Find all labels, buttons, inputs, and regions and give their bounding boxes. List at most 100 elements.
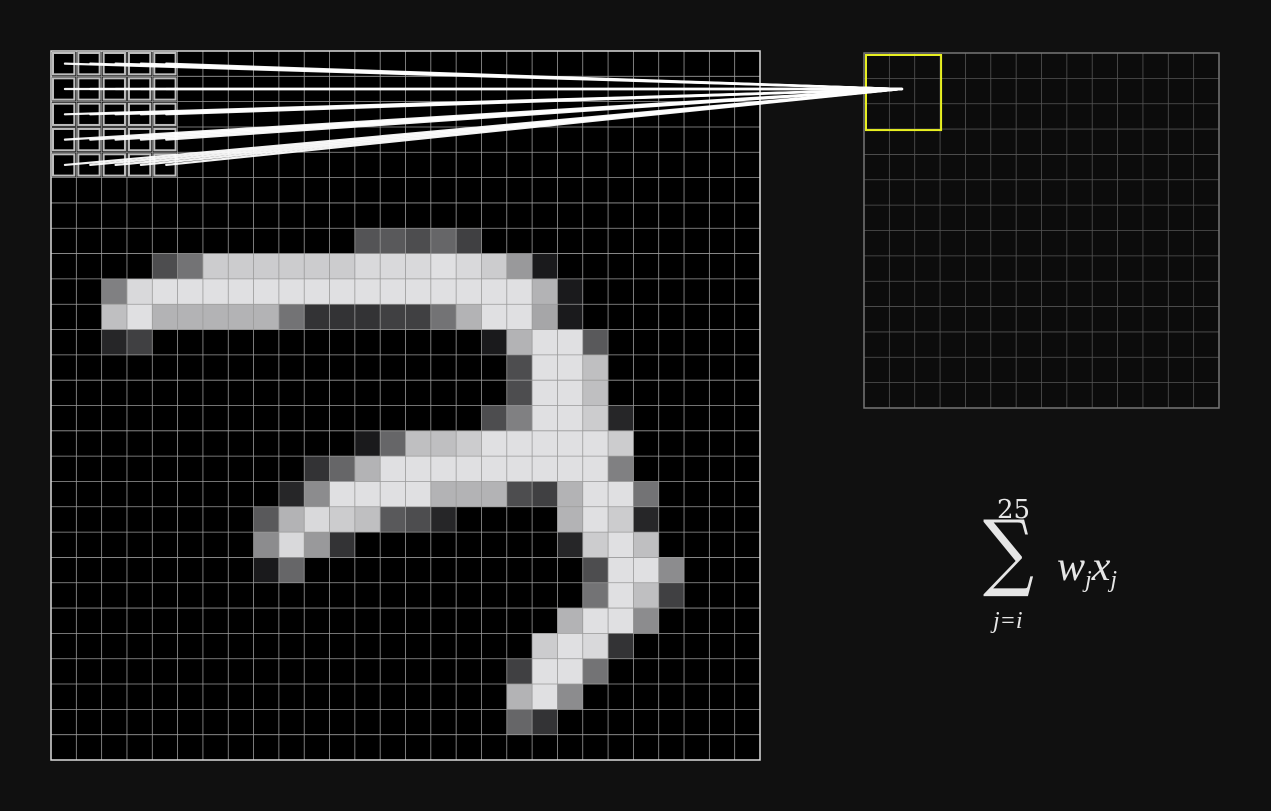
input-pixel [506, 278, 533, 305]
input-pixel [532, 278, 558, 305]
input-pixel [430, 506, 457, 533]
input-pixel [329, 304, 356, 330]
input-pixel [228, 278, 254, 305]
input-pixel [278, 481, 305, 508]
input-pixel [405, 430, 432, 457]
input-index: j [1110, 567, 1118, 593]
input-pixel [582, 405, 609, 432]
input-pixel [633, 532, 660, 558]
input-pixel [608, 608, 634, 634]
input-border [50, 50, 761, 761]
input-pixel [557, 329, 584, 356]
input-pixel [430, 456, 457, 482]
input-pixel [380, 304, 406, 330]
input-pixel [608, 633, 634, 660]
input-pixel [532, 481, 558, 508]
connection-line [165, 87, 904, 167]
input-pixel [354, 481, 381, 508]
input-pixel [532, 430, 558, 457]
input-pixel [608, 582, 634, 609]
input-pixel [532, 709, 558, 735]
input-pixel [532, 633, 558, 660]
feature-map-grid [863, 52, 1220, 409]
input-pixel [329, 456, 356, 482]
input-pixel [481, 405, 508, 432]
input-pixel [228, 304, 254, 330]
input-pixel [329, 532, 356, 558]
input-pixel [582, 633, 609, 660]
input-pixel [304, 253, 330, 280]
input-pixel [557, 633, 584, 660]
input-pixel [456, 304, 482, 330]
input-pixel [506, 354, 533, 381]
input-pixel [582, 430, 609, 457]
input-pixel [126, 329, 153, 356]
input-pixel [380, 481, 406, 508]
input-pixel [506, 658, 533, 685]
input-pixel [532, 304, 558, 330]
input-pixel [456, 456, 482, 482]
input-pixel [608, 405, 634, 432]
input-pixel [329, 506, 356, 533]
input-pixel [658, 557, 685, 584]
input-pixel [532, 456, 558, 482]
input-pixel [278, 278, 305, 305]
input-pixel [557, 430, 584, 457]
input-pixel [329, 278, 356, 305]
input-pixel [202, 278, 229, 305]
input-pixel [304, 278, 330, 305]
input-pixel [481, 253, 508, 280]
input-pixel [506, 430, 533, 457]
input-pixel [481, 304, 508, 330]
input-pixel [304, 456, 330, 482]
input-pixel [532, 658, 558, 685]
input-pixel [582, 456, 609, 482]
weight-index: j [1085, 567, 1092, 593]
input-pixel [506, 481, 533, 508]
input-pixel [253, 506, 280, 533]
input-pixel [506, 456, 533, 482]
input-pixel [456, 278, 482, 305]
input-pixel [532, 380, 558, 406]
input-pixel [532, 354, 558, 381]
input-pixel [456, 228, 482, 254]
input-pixel [202, 304, 229, 330]
connection-line [165, 62, 904, 91]
input-pixel [481, 278, 508, 305]
input-pixel [557, 456, 584, 482]
sigma-icon: ∑ [983, 502, 1034, 600]
input-pixel [278, 506, 305, 533]
input-pixel [481, 481, 508, 508]
input-pixel [633, 506, 660, 533]
input-pixel [608, 506, 634, 533]
input-pixel [582, 582, 609, 609]
input-pixel [608, 532, 634, 558]
input-pixel [304, 481, 330, 508]
input-pixel [380, 506, 406, 533]
input-pixel [557, 658, 584, 685]
input-pixel [253, 278, 280, 305]
input-pixel [253, 253, 280, 280]
input-pixel [405, 278, 432, 305]
input-pixel [532, 405, 558, 432]
input-pixel [177, 304, 204, 330]
input-pixel [582, 329, 609, 356]
input-pixel [354, 506, 381, 533]
input-pixel [506, 380, 533, 406]
input-pixel [456, 481, 482, 508]
input-pixel [354, 304, 381, 330]
input-pixel [177, 253, 204, 280]
weight-symbol: w [1057, 544, 1086, 590]
input-pixel [557, 684, 584, 710]
input-pixel [101, 329, 128, 356]
input-pixel [152, 278, 178, 305]
input-pixel [557, 354, 584, 381]
input-pixel [101, 278, 128, 305]
input-pixel [430, 481, 457, 508]
sum-lower-limit: j=i [993, 608, 1023, 634]
input-pixel [506, 405, 533, 432]
input-pixel [582, 532, 609, 558]
input-pixel [557, 481, 584, 508]
input-pixel [456, 253, 482, 280]
